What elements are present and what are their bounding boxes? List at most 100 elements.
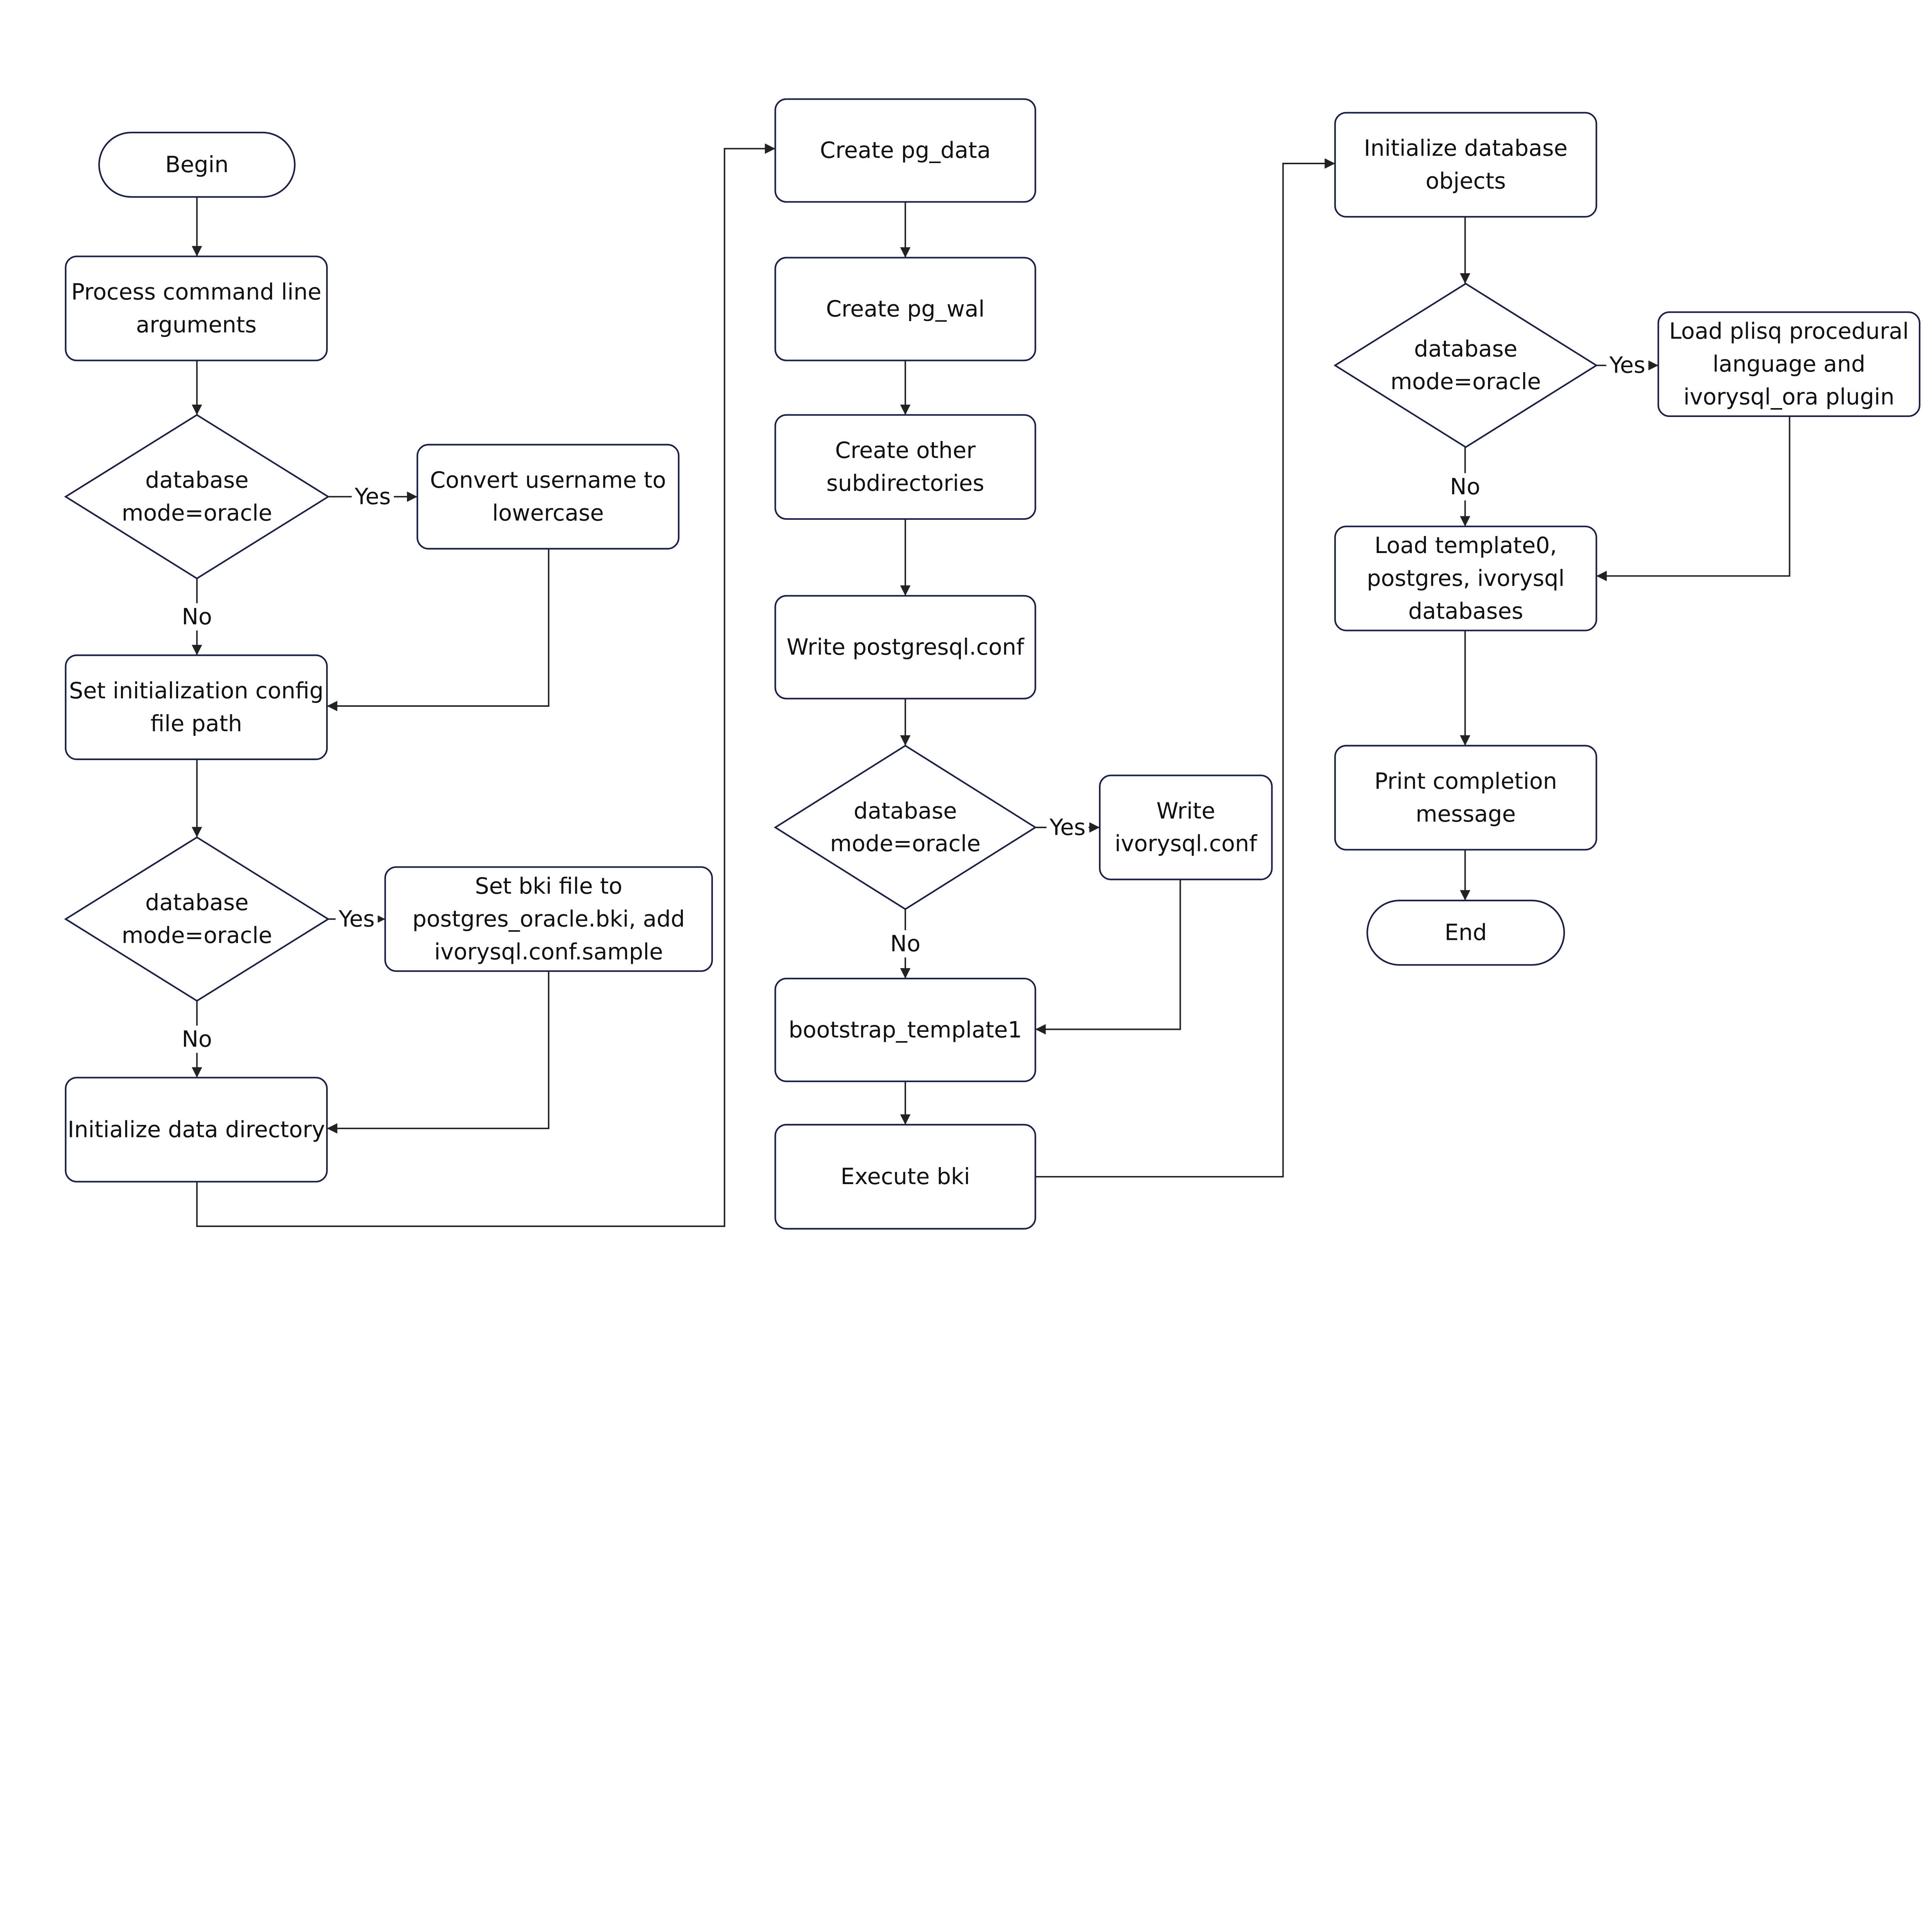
node-label: ivorysql_ora plugin <box>1684 383 1895 410</box>
node-label: postgres, ivorysql <box>1367 565 1565 591</box>
node-decision1: database mode=oracle <box>64 414 330 580</box>
edge-label-background <box>178 603 216 631</box>
node-label: Set initialization config <box>69 677 324 704</box>
edge-label: No <box>182 1026 212 1052</box>
connector-arrow <box>327 548 549 711</box>
decision-diamond <box>1333 283 1598 448</box>
connector-arrow <box>1596 416 1791 581</box>
node-label: Initialize data directory <box>68 1116 325 1142</box>
node-label: database <box>145 467 248 493</box>
edge-decision2-to-init-data-dir: No <box>178 1001 216 1078</box>
node-label: file path <box>150 710 242 737</box>
edge-label: No <box>890 931 920 957</box>
edge-label-background <box>1606 352 1649 379</box>
connector-arrow <box>196 143 776 1227</box>
node-label: Create pg_data <box>820 137 991 163</box>
edge-decision3-to-bootstrap-template1: No <box>886 909 924 979</box>
process-box <box>774 977 1036 1082</box>
node-decision4: database mode=oracle <box>1333 283 1598 448</box>
node-label: objects <box>1425 168 1506 194</box>
edge-decision1-to-convert-username: Yes <box>328 483 418 511</box>
node-label: database <box>145 889 248 916</box>
node-label: mode=oracle <box>122 500 272 526</box>
node-label: arguments <box>136 311 257 338</box>
node-decision2: database mode=oracle <box>64 836 330 1002</box>
process-box <box>774 98 1036 203</box>
node-label: Begin <box>165 151 228 178</box>
process-box <box>774 1124 1036 1230</box>
node-label: databases <box>1408 598 1524 624</box>
process-box <box>1099 774 1273 880</box>
terminal-shape <box>98 131 296 198</box>
decision-diamond <box>64 414 330 580</box>
edge-execute-bki-to-init-db-objects <box>1035 158 1335 1178</box>
edge-label: No <box>1450 473 1480 500</box>
process-box <box>1657 311 1921 417</box>
node-label: message <box>1416 801 1516 827</box>
node-label: language and <box>1713 351 1865 377</box>
edge-write-ivorysql-conf-to-bootstrap-template1 <box>1035 879 1181 1035</box>
process-box <box>1334 526 1597 631</box>
edge-convert-username-to-set-config-path <box>327 548 549 711</box>
node-label: mode=oracle <box>830 831 981 857</box>
edge-decision4-to-load-plisql: Yes <box>1596 352 1658 379</box>
node-label: Set bki file to <box>475 873 622 899</box>
node-label: Execute bki <box>840 1163 970 1190</box>
node-end: End <box>1366 900 1565 966</box>
process-box <box>774 414 1036 520</box>
node-label: Process command line <box>71 279 321 305</box>
node-label: Load template0, <box>1374 532 1557 558</box>
edge-decision3-to-write-ivorysql-conf: Yes <box>1035 813 1100 841</box>
edge-label: Yes <box>354 483 391 509</box>
edge-label-background <box>352 483 394 511</box>
connector-arrow <box>1035 879 1181 1035</box>
node-label: database <box>854 798 957 824</box>
process-box <box>417 444 680 550</box>
node-label: mode=oracle <box>1390 368 1541 395</box>
node-init-data-dir: Initialize data directory <box>65 1077 328 1183</box>
node-label: bootstrap_template1 <box>789 1016 1022 1043</box>
node-label: Load plisq procedural <box>1669 318 1909 344</box>
node-begin: Begin <box>98 131 296 198</box>
node-label: mode=oracle <box>122 922 272 948</box>
decision-diamond <box>774 745 1037 910</box>
node-bootstrap-template1: bootstrap_template1 <box>774 977 1036 1082</box>
process-box <box>65 654 328 760</box>
process-box <box>384 866 713 972</box>
node-label: ivorysql.conf.sample <box>434 938 663 965</box>
node-load-plisql: Load plisq procedural language and ivorysq… <box>1657 311 1921 417</box>
node-load-templates: Load template0, postgres, ivorysql databas… <box>1334 526 1597 631</box>
node-create-pg-wal: Create pg_wal <box>774 257 1036 361</box>
process-box <box>1334 745 1597 851</box>
edge-label-background <box>886 930 924 958</box>
node-label: Create pg_wal <box>826 296 985 322</box>
edge-decision4-to-load-templates: No <box>1446 447 1484 527</box>
edge-label-background <box>335 905 378 933</box>
process-box <box>65 255 328 361</box>
node-write-postgresql-conf: Write postgresql.conf <box>774 595 1036 699</box>
process-box <box>774 595 1036 699</box>
node-label: lowercase <box>492 500 604 526</box>
edge-decision1-to-set-config-path: No <box>178 578 216 655</box>
node-process-args: Process command line arguments <box>65 255 328 361</box>
edge-label: No <box>182 603 212 630</box>
process-box <box>65 1077 328 1183</box>
node-label: postgres_oracle.bki, add <box>412 905 685 932</box>
edge-label: Yes <box>1049 814 1085 840</box>
edge-decision2-to-set-bki: Yes <box>328 905 385 933</box>
process-box <box>1334 112 1597 218</box>
node-label: Write <box>1156 798 1215 824</box>
node-label: Write postgresql.conf <box>787 634 1025 660</box>
node-label: database <box>1414 335 1517 362</box>
node-set-config-path: Set initialization config file path <box>65 654 328 760</box>
node-set-bki: Set bki file to postgres_oracle.bki, add i… <box>384 866 713 972</box>
process-box <box>774 257 1036 361</box>
edge-load-plisql-to-load-templates <box>1596 416 1791 581</box>
